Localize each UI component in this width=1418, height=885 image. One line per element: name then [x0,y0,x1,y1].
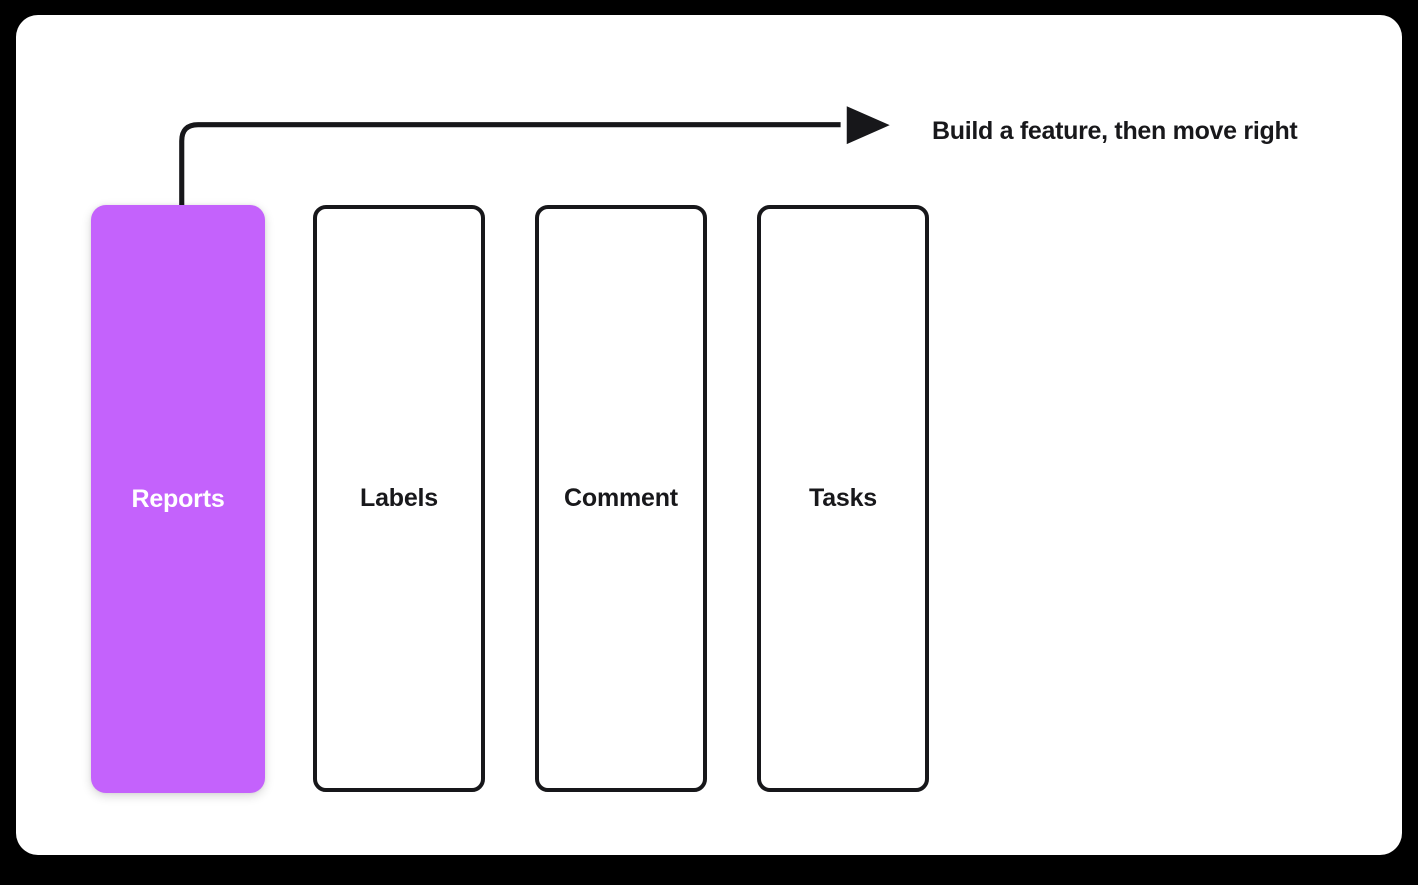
kanban-column-label: Labels [360,484,438,512]
kanban-column-reports[interactable]: Reports [91,205,265,793]
kanban-column-label: Tasks [808,484,878,512]
kanban-column-label: Comment [564,484,678,512]
kanban-column-comment[interactable]: Comment [535,205,707,792]
kanban-column-labels[interactable]: Labels [313,205,485,792]
kanban-column-label: Reports [131,484,225,513]
kanban-column-tasks[interactable]: Tasks [757,205,929,792]
board-panel: Build a feature, then move right Reports… [16,15,1402,855]
annotation-caption: Build a feature, then move right [932,117,1298,145]
kanban-board: Build a feature, then move right Reports… [16,15,1402,855]
